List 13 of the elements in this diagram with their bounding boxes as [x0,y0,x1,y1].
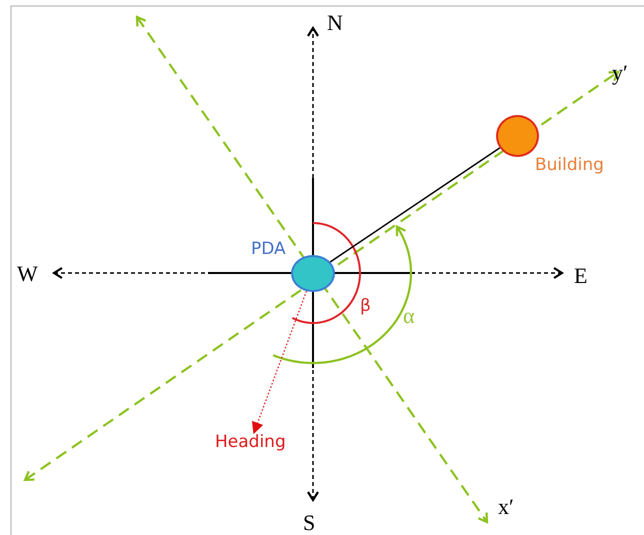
direction-label: E [574,265,588,287]
node-label: PDA [251,241,286,258]
node-label: Building [535,157,604,174]
heading-label: Heading [215,433,286,452]
axis-label: y′ [612,62,628,84]
angle-label: α [403,305,415,327]
direction-label: N [327,12,343,34]
connector-line [330,147,500,263]
arrow [252,290,308,434]
direction-label: S [303,512,316,534]
angle-label: β [360,298,371,315]
direction-label: W [17,263,38,285]
axis-label: x′ [498,496,514,518]
